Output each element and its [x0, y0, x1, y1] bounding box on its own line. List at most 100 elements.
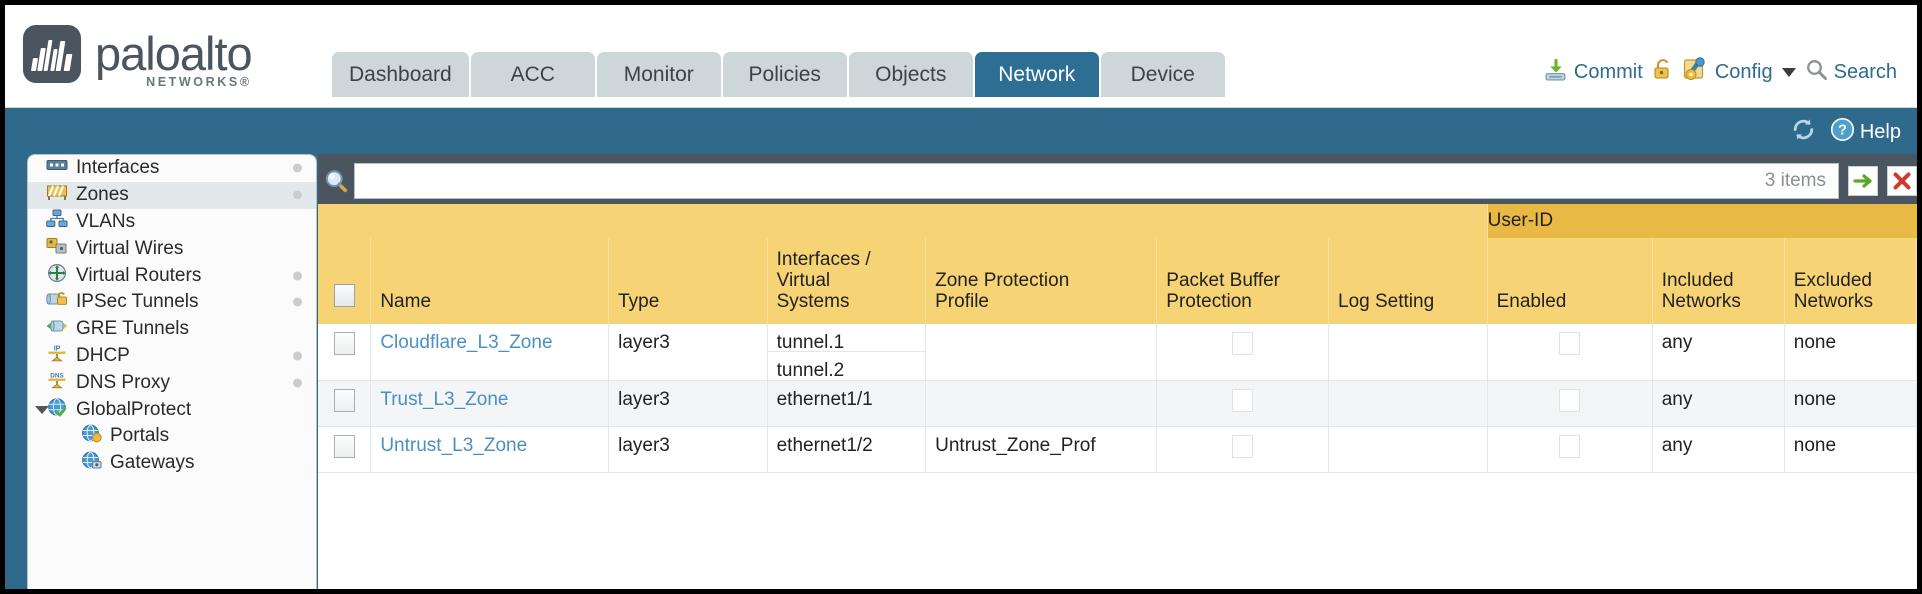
sidebar-item-label: VLANs: [76, 210, 136, 232]
packet-buffer-protection-checkbox[interactable]: [1232, 332, 1254, 355]
hdr-line: Excluded: [1793, 270, 1872, 291]
tab-acc[interactable]: ACC: [470, 52, 595, 97]
hdr-line: Networks: [1793, 291, 1873, 312]
search-button[interactable]: Search: [1805, 58, 1897, 87]
zones-table-body: Cloudflare_L3_Zone layer3 tunnel.1 tunne…: [318, 324, 1917, 473]
cell-name: Trust_L3_Zone: [370, 380, 610, 427]
lock-button[interactable]: [1652, 58, 1674, 88]
column-header-row: Name Type Interfaces / Virtual Systems: [318, 238, 1917, 324]
sidebar-item-globalprotect[interactable]: GlobalProtect: [28, 396, 316, 423]
sidebar-item-gateways[interactable]: Gateways: [28, 450, 316, 477]
column-header-type[interactable]: Type: [608, 238, 768, 324]
config-label: Config: [1714, 61, 1773, 83]
userid-enabled-checkbox[interactable]: [1559, 332, 1581, 355]
hdr-line: Zone Protection: [935, 270, 1070, 291]
sidebar-item-dns-proxy[interactable]: DNS DNS Proxy: [28, 369, 316, 396]
row-checkbox[interactable]: [333, 389, 355, 412]
userid-enabled-checkbox[interactable]: [1559, 389, 1581, 412]
cell-userid-enabled: [1487, 426, 1653, 473]
filter-bar: 3 items: [318, 160, 1917, 202]
ipsec-tunnels-icon: [46, 290, 68, 314]
zone-name-link[interactable]: Untrust_L3_Zone: [380, 435, 528, 456]
zones-table: User-ID Name T: [318, 204, 1917, 473]
column-header-name[interactable]: Name: [370, 238, 610, 324]
sidebar-item-interfaces[interactable]: Interfaces: [28, 155, 316, 182]
brand-logo: paloalto NETWORKS®: [23, 25, 253, 90]
interface-entry: tunnel.1: [767, 324, 926, 353]
cell-excluded-networks: none: [1784, 324, 1917, 381]
filter-search-icon[interactable]: [318, 160, 354, 202]
sidebar-item-ipsec-tunnels[interactable]: IPSec Tunnels: [28, 289, 316, 316]
row-select-cell: [318, 380, 372, 427]
tab-monitor[interactable]: Monitor: [596, 52, 721, 97]
svg-text:?: ?: [1838, 122, 1847, 138]
table-row[interactable]: Untrust_L3_Zone layer3 ethernet1/2 Untru…: [318, 426, 1917, 473]
select-all-checkbox[interactable]: [333, 284, 355, 307]
filter-input-wrapper[interactable]: 3 items: [354, 163, 1839, 199]
zone-name-link[interactable]: Cloudflare_L3_Zone: [380, 332, 553, 353]
column-header-excluded-networks[interactable]: Excluded Networks: [1784, 238, 1917, 324]
row-checkbox[interactable]: [333, 332, 355, 355]
column-header-interfaces[interactable]: Interfaces / Virtual Systems: [767, 238, 927, 324]
cell-included-networks: any: [1652, 380, 1785, 427]
hdr-line: Virtual: [776, 270, 831, 291]
column-header-enabled[interactable]: Enabled: [1487, 238, 1653, 324]
tree-collapse-icon[interactable]: [35, 405, 49, 414]
table-row[interactable]: Cloudflare_L3_Zone layer3 tunnel.1 tunne…: [318, 324, 1917, 381]
sidebar-item-portals[interactable]: Portals: [28, 423, 316, 450]
cell-interfaces: tunnel.1 tunnel.2: [767, 324, 927, 381]
cell-excluded-networks: none: [1784, 380, 1917, 427]
config-menu-button[interactable]: Config: [1683, 57, 1796, 88]
network-sidebar: Interfaces Zones: [27, 154, 317, 589]
interface-entry: tunnel.2: [776, 360, 845, 381]
clear-filter-button[interactable]: [1887, 166, 1917, 196]
table-row[interactable]: Trust_L3_Zone layer3 ethernet1/1: [318, 380, 1917, 427]
tab-network[interactable]: Network: [974, 52, 1099, 97]
sidebar-status-dot: [293, 163, 302, 173]
column-header-included-networks[interactable]: Included Networks: [1652, 238, 1785, 324]
commit-save-icon: [1543, 57, 1568, 88]
sidebar-item-virtual-wires[interactable]: Virtual Wires: [28, 235, 316, 262]
apply-filter-button[interactable]: [1848, 166, 1878, 196]
commit-button[interactable]: Commit: [1543, 57, 1643, 88]
cell-log-setting: [1328, 324, 1488, 381]
cell-included-networks: any: [1652, 426, 1785, 473]
items-count-label: 3 items: [1764, 170, 1826, 191]
commit-label: Commit: [1573, 61, 1643, 83]
tab-device[interactable]: Device: [1100, 52, 1225, 97]
userid-enabled-checkbox[interactable]: [1559, 435, 1581, 458]
column-header-log-setting[interactable]: Log Setting: [1328, 238, 1488, 324]
cell-log-setting: [1328, 380, 1488, 427]
row-select-cell: [318, 324, 372, 381]
search-icon: [1805, 58, 1828, 87]
tab-dashboard[interactable]: Dashboard: [332, 52, 469, 97]
column-header-zone-protection-profile[interactable]: Zone Protection Profile: [925, 238, 1158, 324]
dns-proxy-icon: DNS: [46, 370, 68, 396]
chevron-down-icon[interactable]: [1781, 68, 1796, 77]
hdr-line: Systems: [776, 291, 850, 312]
filter-input[interactable]: [355, 165, 1765, 197]
tab-objects[interactable]: Objects: [848, 52, 973, 97]
row-checkbox[interactable]: [333, 435, 355, 458]
packet-buffer-protection-checkbox[interactable]: [1232, 435, 1254, 458]
help-button[interactable]: ? Help: [1830, 117, 1901, 148]
cell-log-setting: [1328, 426, 1488, 473]
hdr-line: Profile: [935, 291, 989, 312]
sidebar-status-dot: [293, 378, 302, 388]
column-header-packet-buffer-protection[interactable]: Packet Buffer Protection: [1156, 238, 1329, 324]
sidebar-item-label: Portals: [110, 425, 170, 447]
gre-tunnels-icon: [46, 317, 68, 341]
cell-type: layer3: [608, 324, 768, 381]
sidebar-item-gre-tunnels[interactable]: GRE Tunnels: [28, 316, 316, 343]
sidebar-item-zones[interactable]: Zones: [28, 181, 316, 209]
sidebar-item-virtual-routers[interactable]: Virtual Routers: [28, 262, 316, 289]
sidebar-item-dhcp[interactable]: IP DHCP: [28, 343, 316, 370]
refresh-icon[interactable]: [1790, 116, 1817, 148]
zone-name-link[interactable]: Trust_L3_Zone: [380, 389, 509, 410]
sidebar-item-vlans[interactable]: VLANs: [28, 209, 316, 236]
interface-entry: ethernet1/1: [776, 389, 873, 410]
brand-wordmark: paloalto NETWORKS®: [95, 29, 253, 90]
packet-buffer-protection-checkbox[interactable]: [1232, 389, 1254, 412]
sidebar-status-dot: [293, 351, 302, 361]
tab-policies[interactable]: Policies: [722, 52, 847, 97]
